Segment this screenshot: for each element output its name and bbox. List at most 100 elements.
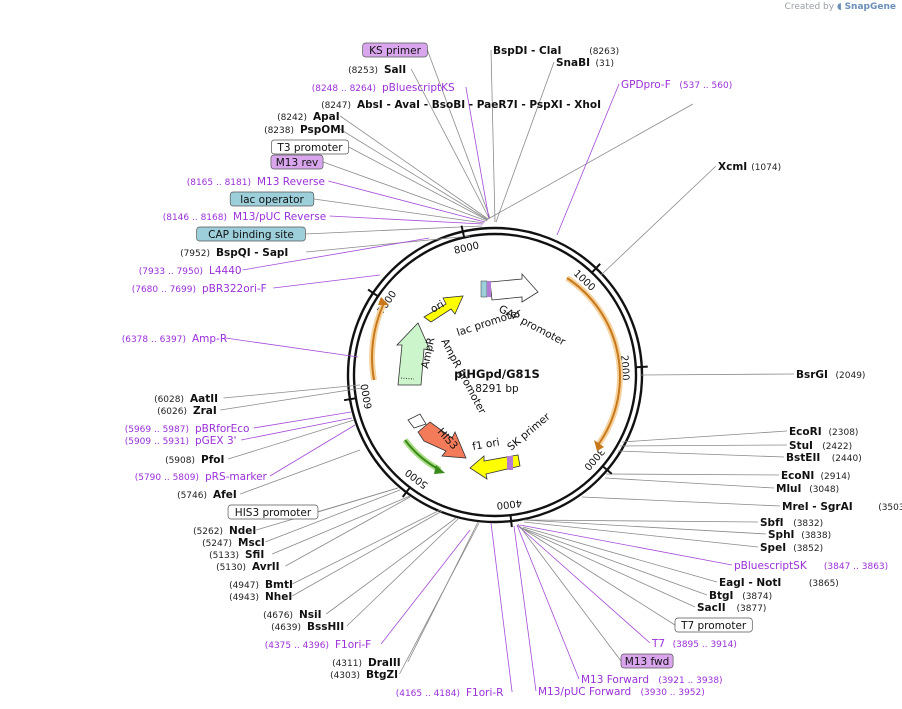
left-pspomi-position: (8238) (264, 126, 294, 136)
leader-line (292, 509, 441, 585)
leader-line (519, 524, 733, 566)
left-f1ori-r-label: F1ori-R (466, 687, 503, 699)
leader-line (639, 373, 795, 376)
left-t3-box (271, 139, 350, 155)
left-aatii-position: (6028) (154, 395, 184, 405)
left-ks-box (362, 42, 428, 58)
leader-line (380, 529, 471, 645)
his3-arrow (417, 421, 467, 459)
left-cap-box (196, 226, 306, 242)
leader-line (292, 510, 443, 597)
right-mlui-label: MluI (776, 483, 801, 495)
right-bsteii-label: BstEII (786, 452, 820, 464)
left-bsshii-position: (4639) (271, 623, 301, 633)
right-bsrgi-position: (2049) (836, 371, 866, 381)
primer-block-bottom (507, 456, 513, 470)
left-pfoi-position: (5908) (165, 456, 195, 466)
ampr-arrow (396, 322, 431, 386)
leader-line (273, 274, 381, 289)
right-sacii-label: SacII (697, 602, 726, 614)
left-m13-position: (8165 .. 8181) (187, 178, 251, 188)
left-ndei-position: (5262) (193, 527, 223, 537)
leader-line (220, 387, 363, 411)
leader-line (223, 384, 361, 399)
right-mlui-position: (3048) (809, 485, 839, 495)
gap-promoter-arrow (489, 272, 539, 303)
ori-arrow (423, 295, 464, 323)
left-pfoi-label: PfoI (201, 454, 224, 466)
left-avrii-label: AvrII (252, 561, 280, 573)
leader-line (306, 235, 471, 253)
right-bsteii-position: (2440) (832, 454, 862, 464)
leader-line (513, 525, 537, 692)
left-sfii-label: SfiI (245, 549, 264, 561)
right-eagi-label: EagI - NotI (719, 577, 781, 589)
left-pbluescriptks-position: (8248 .. 8264) (312, 84, 376, 94)
leader-line (520, 527, 696, 608)
left-pbrforeco-position: (5969 .. 5987) (125, 425, 189, 435)
left-msci-position: (5247) (202, 539, 232, 549)
leader-line (339, 128, 489, 221)
leader-line (524, 519, 759, 523)
credit-prefix: Created by (784, 2, 835, 12)
left-pbrforeco-label: pBRforEco (195, 423, 249, 435)
right-econi-position: (2914) (821, 472, 851, 482)
leader-line (517, 523, 622, 662)
leader-line (228, 419, 355, 460)
tick-mark (367, 288, 379, 298)
left-m13-puc-position: (8146 .. 8168) (163, 213, 227, 223)
left-pbluescriptks-label: pBluescriptKS (382, 82, 455, 94)
left-f1ori-r-position: (4165 .. 4184) (396, 689, 460, 699)
right-gpdpro-f-position: (537 .. 560) (679, 81, 732, 91)
left-m13-box (270, 154, 324, 170)
leader-line (521, 527, 708, 596)
leader-line (621, 430, 788, 443)
plasmid-size: 8291 bp (475, 383, 519, 395)
left-bmti-label: BmtI (265, 579, 293, 591)
left-lac-box (229, 191, 315, 207)
right-m13-box (620, 653, 674, 669)
orf-arc-right-core (566, 277, 621, 446)
left-nsii-label: NsiI (299, 609, 322, 621)
right-m13-label: M13 Forward (581, 674, 649, 686)
right-xcmi-label: XcmI (718, 161, 747, 173)
his3-promoter-block (407, 413, 427, 429)
leader-line (522, 526, 718, 583)
left-nsii-position: (4676) (263, 611, 293, 621)
leader-line (285, 496, 411, 567)
left-nhei-position: (4943) (229, 593, 259, 603)
leader-line (241, 417, 353, 441)
snapgene-logo-icon: ◖ (836, 2, 842, 12)
left-absi-label: AbsI - AvaI - BsoBI - PaeR7I - PspXI - X… (357, 99, 601, 111)
left-apai-position: (8242) (277, 113, 307, 123)
left-m13-puc-label: M13/pUC Reverse (233, 211, 326, 223)
left-aatii-label: AatII (190, 393, 218, 405)
left-his3-label: HIS3 promoter (235, 507, 312, 519)
left-amp-r-position: (6378 .. 6397) (122, 335, 186, 345)
left-sali-label: SalI (384, 64, 406, 76)
right-t7-label: T7 promoter (680, 620, 747, 632)
credit-brand: SnapGene (844, 2, 896, 12)
leader-line (322, 161, 488, 222)
left-btgzi-label: BtgZI (366, 669, 398, 681)
leader-line (490, 49, 496, 223)
left-l4440-position: (7933 .. 7950) (139, 267, 203, 277)
leader-line (426, 49, 491, 219)
right-mrei-position: (3503) (878, 503, 902, 513)
leader-line (556, 83, 620, 236)
leader-line (523, 521, 759, 548)
leader-line (339, 115, 489, 220)
left-f1ori-f-position: (4375 .. 4396) (265, 641, 329, 651)
right-m13-position: (3921 .. 3938) (658, 676, 722, 686)
right-sbfi-label: SbfI (760, 517, 784, 529)
orf-arc-left-core (371, 302, 385, 381)
left-btgzi-position: (4303) (330, 671, 360, 681)
orf-arc-right-head (594, 440, 604, 451)
leader-line (465, 86, 490, 220)
tick-mark (601, 465, 613, 475)
leader-line (265, 489, 401, 543)
leader-line (487, 103, 694, 220)
left-draiii-position: (4311) (332, 659, 362, 669)
primer-block-top (487, 281, 491, 297)
leader-line (346, 518, 459, 627)
